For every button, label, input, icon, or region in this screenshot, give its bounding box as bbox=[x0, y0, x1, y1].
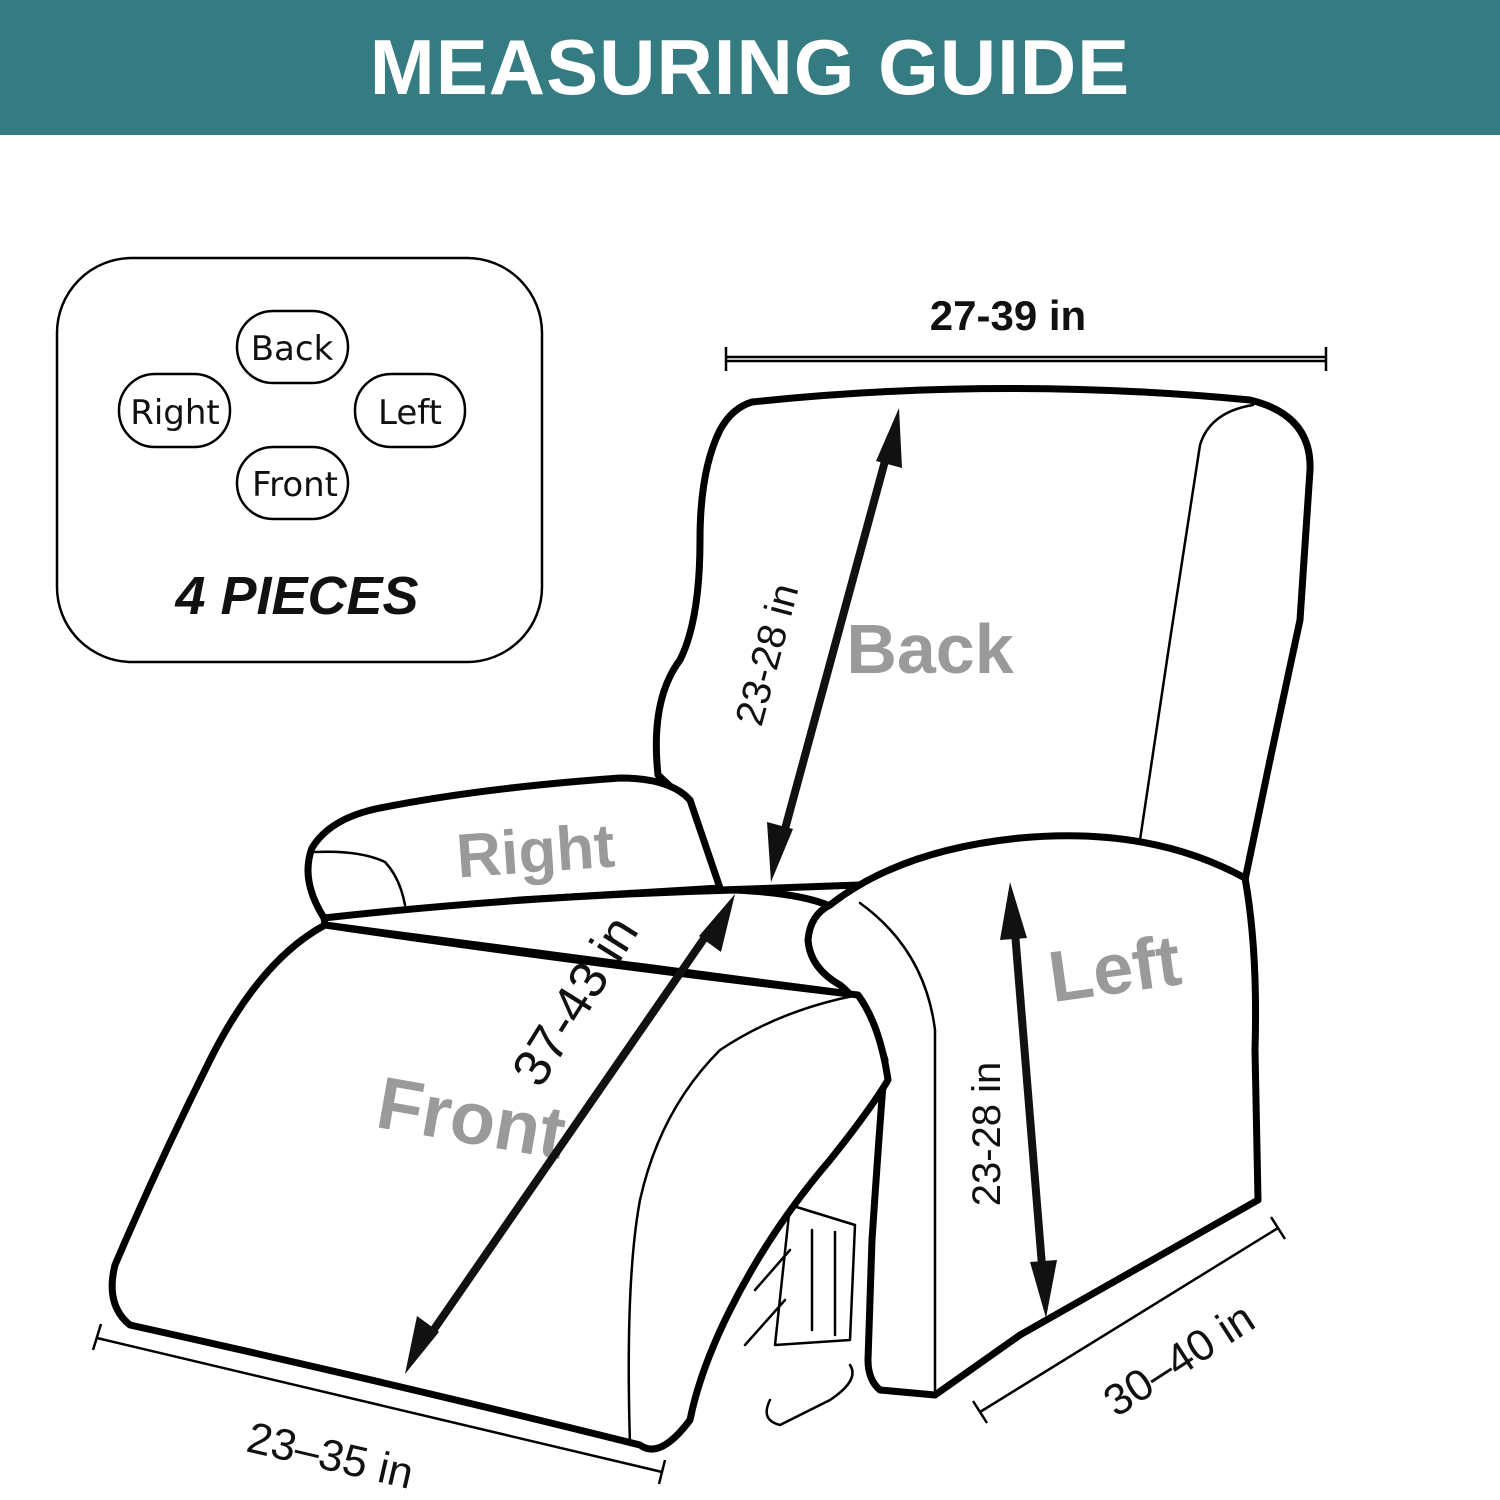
side-depth-line bbox=[979, 1226, 1279, 1414]
legend-pill-front bbox=[235, 445, 350, 521]
part-label-left: Left bbox=[1044, 920, 1186, 1018]
left-height-arrow: 23-28 in bbox=[965, 882, 1057, 1318]
legend-pill-left bbox=[353, 372, 467, 449]
front-width-label: 23–35 in bbox=[242, 1413, 418, 1499]
side-depth-tick-left bbox=[971, 1400, 989, 1424]
right-arm-seam bbox=[313, 850, 407, 907]
legend-right-label: Right bbox=[130, 393, 220, 433]
back-width-label: 27-39 in bbox=[930, 292, 1086, 339]
legend-front-label: Front bbox=[252, 465, 338, 505]
back-rest-shape bbox=[652, 384, 1314, 894]
left-height-label: 23-28 in bbox=[965, 1062, 1009, 1207]
part-label-right: Right bbox=[454, 812, 617, 892]
seat-depth-arrow-head-bottom bbox=[405, 1316, 439, 1374]
left-height-arrow-head-bottom bbox=[1030, 1260, 1057, 1318]
mechanism-lever bbox=[765, 1363, 854, 1427]
front-width-tick-right bbox=[657, 1459, 667, 1485]
front-width-tick-left bbox=[91, 1323, 103, 1351]
legend-pill-back bbox=[235, 309, 350, 385]
mechanism-bars bbox=[810, 1228, 837, 1337]
back-width-dimension: 27-39 in bbox=[724, 292, 1328, 371]
back-height-arrow-head-bottom bbox=[767, 822, 793, 882]
seat-depth-arrow-head-top bbox=[699, 894, 735, 952]
header-title: MEASURING GUIDE bbox=[369, 23, 1131, 111]
left-arm-seam bbox=[858, 901, 937, 1397]
left-height-arrow-head-top bbox=[1000, 882, 1027, 940]
footrest-fold-seam bbox=[627, 993, 860, 1447]
legend-back-label: Back bbox=[251, 329, 334, 369]
side-depth-tick-right bbox=[1269, 1216, 1287, 1240]
part-label-back: Back bbox=[846, 610, 1013, 688]
header-banner: MEASURING GUIDE bbox=[0, 0, 1500, 135]
back-height-arrow-head-top bbox=[876, 408, 902, 468]
pieces-legend: Back Right Left Front 4 PIECES bbox=[55, 256, 544, 664]
legend-left-label: Left bbox=[378, 393, 442, 433]
legend-count-label: 4 PIECES bbox=[174, 566, 418, 626]
mechanism-frame bbox=[773, 1203, 857, 1347]
back-rest-wing-seam bbox=[1138, 403, 1255, 842]
legend-pill-right bbox=[117, 372, 232, 449]
left-height-arrow-shaft bbox=[1010, 919, 1047, 1279]
front-width-line bbox=[96, 1336, 663, 1474]
back-height-arrow-shaft bbox=[778, 448, 892, 842]
right-arm-shape bbox=[304, 774, 724, 922]
side-depth-label: 30–40 in bbox=[1095, 1293, 1263, 1426]
seat-depth-arrow-shaft bbox=[424, 927, 714, 1341]
